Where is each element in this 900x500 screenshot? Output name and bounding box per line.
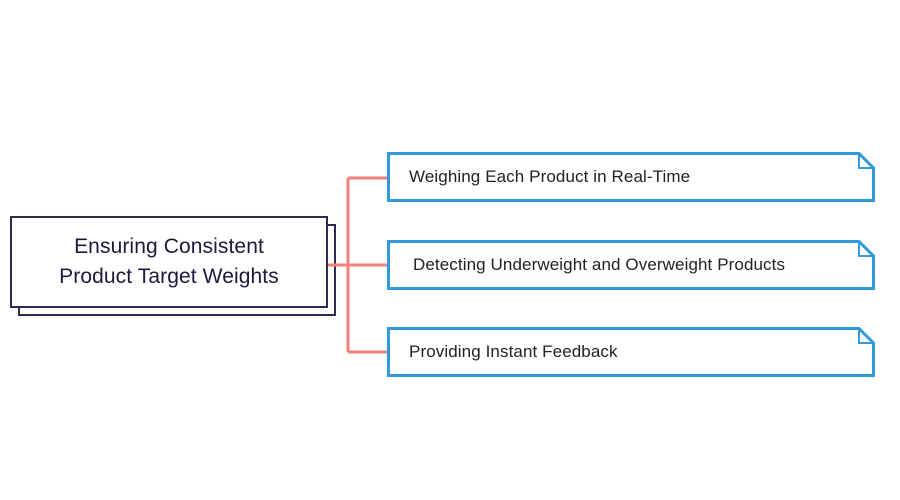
node-box-3[interactable]: Providing Instant Feedback	[387, 327, 875, 377]
node-shape-2	[387, 240, 875, 290]
root-node-label: Ensuring Consistent Product Target Weigh…	[59, 235, 279, 288]
node-shape-3	[387, 327, 875, 377]
node-shape-1	[387, 152, 875, 202]
node-label-3: Providing Instant Feedback	[409, 342, 618, 361]
node-label-2: Detecting Underweight and Overweight Pro…	[413, 255, 786, 274]
node-box-2[interactable]: Detecting Underweight and Overweight Pro…	[387, 240, 875, 290]
folded-corner-icon	[859, 242, 874, 257]
node-label-1: Weighing Each Product in Real-Time	[409, 167, 691, 186]
folded-corner-icon	[859, 154, 874, 169]
folded-corner-icon	[859, 329, 874, 344]
root-node[interactable]: Ensuring Consistent Product Target Weigh…	[10, 216, 328, 308]
node-box-1[interactable]: Weighing Each Product in Real-Time	[387, 152, 875, 202]
